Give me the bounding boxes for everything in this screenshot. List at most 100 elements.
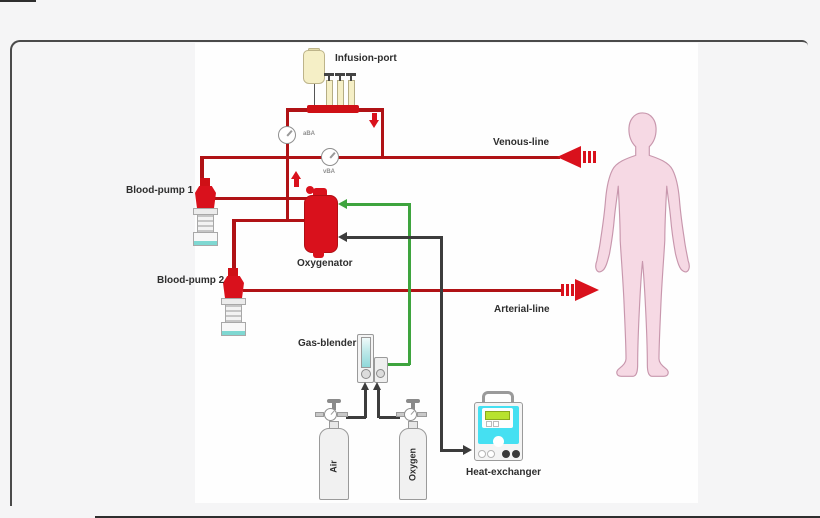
syringe-plunger <box>335 73 345 76</box>
flowmeter-tube <box>360 337 371 368</box>
patient-body-path <box>595 112 690 377</box>
infusion-manifold <box>307 105 359 113</box>
pump1-teal-band <box>194 241 217 245</box>
gas-line-to-blender <box>387 363 410 366</box>
syringe <box>347 80 355 106</box>
syringe-plunger-stem <box>350 75 352 81</box>
air-supply-arrow-icon <box>360 382 369 390</box>
control-button <box>487 449 495 458</box>
arterial-arrow-stripe <box>561 284 564 296</box>
oxygen-regulator-gauge <box>404 408 417 421</box>
heat-exchanger-handle <box>482 391 514 404</box>
gas-line-horizontal <box>346 203 410 206</box>
blender-knob <box>375 369 385 378</box>
gauge-needle-icon <box>329 151 336 158</box>
venous-arrow-stripe <box>583 151 586 163</box>
arterial-line-pipe <box>243 288 563 292</box>
oxygen-supply-vertical <box>377 389 380 418</box>
water-line-horizontal <box>346 236 442 239</box>
manifold-down-pipe <box>380 108 384 159</box>
air-supply-horizontal <box>346 416 366 419</box>
oxygenator-cap <box>306 186 314 194</box>
water-line-to-exchanger <box>440 449 464 452</box>
figure-frame <box>10 40 808 506</box>
oxygenator-bottom-nub <box>313 252 324 258</box>
diagram-canvas <box>195 43 698 503</box>
air-valve-stem <box>332 402 336 410</box>
air-supply-vertical <box>364 389 367 418</box>
oxygenator-label: Oxygenator <box>297 258 353 269</box>
arterial-big-arrow-icon <box>575 279 599 301</box>
air-valve-port <box>337 412 348 417</box>
oxygen-cylinder-label: Oxygen <box>407 448 418 482</box>
water-inlet-arrow-icon <box>338 232 347 242</box>
oxygen-valve-handle <box>406 399 420 403</box>
patient-body-silhouette <box>595 112 690 377</box>
control-button <box>502 449 510 458</box>
syringe-plunger-stem <box>339 75 341 81</box>
heat-exchanger-port <box>492 435 504 447</box>
blood-pump-1-label: Blood-pump 1 <box>126 185 194 196</box>
display-button <box>493 420 499 427</box>
syringe-plunger <box>346 73 356 76</box>
syringe-plunger <box>324 73 334 76</box>
water-return-arrow-icon <box>463 445 472 455</box>
infusion-drop-arrow-icon <box>369 120 379 128</box>
iv-bag <box>303 50 325 84</box>
air-valve-handle <box>327 399 341 403</box>
pump1-ribs <box>197 214 214 233</box>
manifold-left-elbow <box>285 108 310 112</box>
air-valve-port <box>315 412 324 417</box>
infusion-port-label: Infusion-port <box>335 53 397 64</box>
venous-line-label: Venous-line <box>493 137 550 148</box>
iv-bag-cap <box>308 48 320 51</box>
arterial-arrow-stripe <box>566 284 569 296</box>
pump2-neck <box>228 268 238 278</box>
bottom-edge-line <box>95 516 820 518</box>
air-regulator-gauge <box>324 408 337 421</box>
heat-exchanger-label: Heat-exchanger <box>466 467 542 478</box>
display-screen <box>484 410 510 420</box>
pump2-teal-band <box>222 331 245 335</box>
arterial-line-label: Arterial-line <box>494 304 550 315</box>
gauge-needle-icon <box>286 129 293 136</box>
venous-line-pipe <box>200 155 560 159</box>
control-button <box>512 449 520 458</box>
bridge-up-arrow-stem <box>294 178 299 187</box>
syringe-plunger-stem <box>328 75 330 81</box>
venous-arrow-stripe <box>588 151 591 163</box>
arterial-arrow-stripe <box>571 284 574 296</box>
gas-line-vertical <box>408 203 411 365</box>
pump1-outlet-pipe <box>212 196 307 200</box>
blood-pump-2-label: Blood-pump 2 <box>157 275 225 286</box>
syringe <box>336 80 344 106</box>
gas-inlet-arrow-icon <box>338 199 347 209</box>
control-button <box>477 449 486 458</box>
oxygen-valve-stem <box>411 402 415 410</box>
venous-arrow-stripe <box>593 151 596 163</box>
oxygenator-lower-pipe <box>232 218 307 222</box>
infusion-drop-arrow-stem <box>372 113 377 121</box>
iv-bag-tube <box>313 84 315 106</box>
blood-pump-2-head <box>223 276 244 299</box>
gauge-arterial-label: aBA <box>303 131 316 137</box>
oxygen-supply-arrow-icon <box>373 382 381 390</box>
venous-drop-pipe <box>200 155 204 189</box>
oxygen-cylinder-body <box>399 428 427 500</box>
pressure-gauge-arterial <box>278 126 296 144</box>
air-cylinder-body <box>319 428 349 500</box>
bridge-up-arrow-icon <box>291 171 301 179</box>
bridge-pipe-vertical <box>285 108 289 222</box>
water-line-vertical <box>440 236 443 451</box>
oxygen-supply-horizontal <box>379 416 400 419</box>
syringe <box>325 80 333 106</box>
gauge-needle-icon <box>410 410 415 415</box>
venous-big-arrow-icon <box>557 146 581 168</box>
oxygenator-top-nub <box>313 188 327 198</box>
oxygen-valve-port <box>417 412 427 417</box>
display-button <box>485 420 492 427</box>
oxygenator-body <box>304 195 338 253</box>
pressure-gauge-venous <box>321 148 339 166</box>
gauge-venous-label: vBA <box>323 169 336 175</box>
